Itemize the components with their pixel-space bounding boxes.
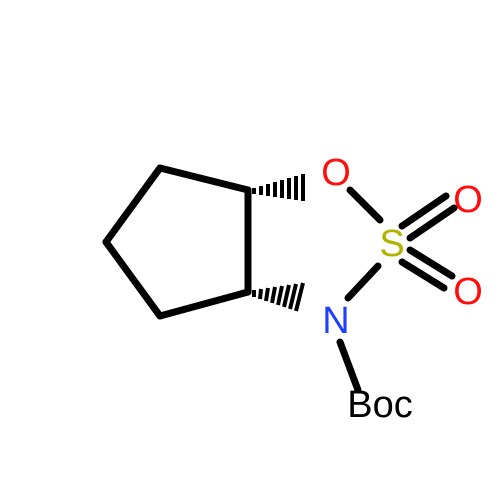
bond-c3-c4: [102, 238, 164, 320]
hashed-wedge-c1-o: [252, 174, 305, 201]
bond-c4-c5: [156, 288, 252, 320]
bond-n-boc: [336, 338, 362, 394]
hashed-wedge-c5-n: [252, 282, 305, 312]
bond-s-n: [344, 262, 382, 302]
atom-label-boc: Boc: [347, 384, 412, 426]
bond-o-s: [346, 186, 384, 224]
atom-label-oxygen-ring: O: [321, 152, 351, 194]
bond-s-o-top-a: [398, 192, 450, 230]
atom-label-oxygen-top: O: [453, 179, 483, 221]
bond-s-o-top-b: [406, 204, 458, 242]
bond-c1-c2: [156, 164, 252, 194]
atom-label-sulfur: S: [379, 223, 404, 265]
bond-c2-c3: [102, 164, 164, 246]
bond-s-o-bottom-a: [406, 246, 456, 280]
atom-label-oxygen-bottom: O: [453, 271, 483, 313]
bond-s-o-bottom-b: [398, 258, 448, 292]
atom-label-nitrogen: N: [322, 300, 349, 342]
